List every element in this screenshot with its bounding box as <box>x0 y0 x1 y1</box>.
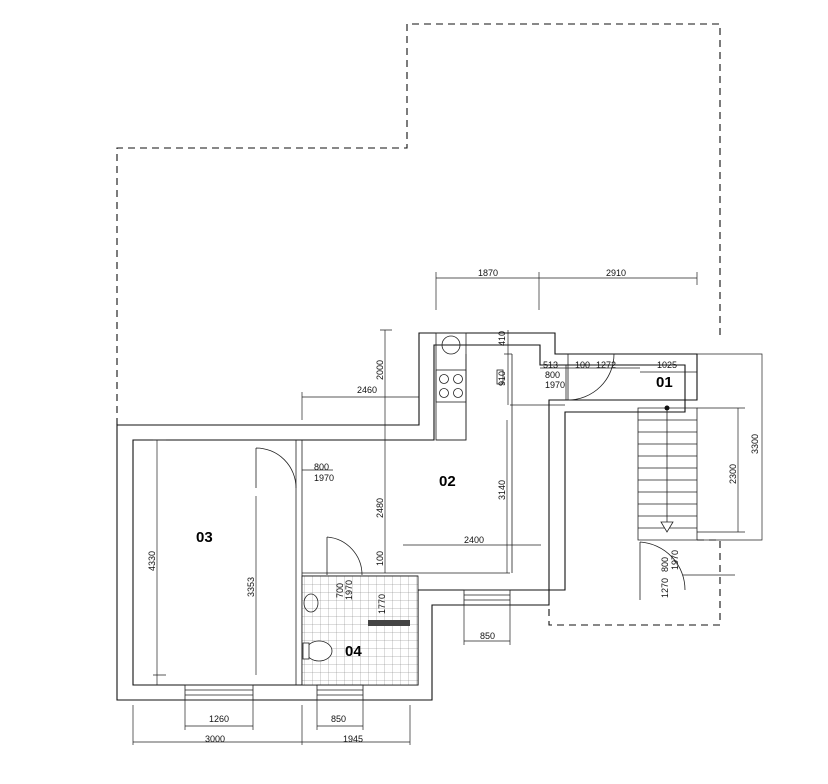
burner-icon <box>439 388 449 398</box>
dim-label: 850 <box>331 714 346 724</box>
burner-icon <box>439 374 449 384</box>
dim-label: 513 <box>543 360 558 370</box>
dim-label: 1270 <box>660 578 670 598</box>
dim-label: 1870 <box>478 268 498 278</box>
room-label-02: 02 <box>439 473 456 490</box>
door-swings <box>255 353 686 600</box>
dimension-lines <box>132 272 763 745</box>
burner-icon <box>453 388 463 398</box>
toilet-tank <box>302 642 310 660</box>
dim-label: 910 <box>497 371 507 386</box>
dim-label: 1260 <box>209 714 229 724</box>
dim-label: 2000 <box>375 360 385 380</box>
dim-label: 2480 <box>375 498 385 518</box>
dim-label: 3140 <box>497 480 507 500</box>
dim-label: 1945 <box>343 734 363 744</box>
dim-label: 1770 <box>377 594 387 614</box>
room-label-04: 04 <box>345 643 362 660</box>
dim-label: 800 <box>314 462 329 472</box>
terrace-outline <box>116 23 721 425</box>
dim-label: 1970 <box>670 550 680 570</box>
dim-label: 3000 <box>205 734 225 744</box>
dim-label: 4330 <box>147 551 157 571</box>
dim-label: 1025 <box>657 360 677 370</box>
dim-label: 800 <box>660 557 670 572</box>
fridge-handle <box>496 369 504 385</box>
toilet-icon <box>305 640 333 662</box>
sink-icon <box>441 335 461 355</box>
bathroom-tiles <box>301 575 419 686</box>
room-label-03: 03 <box>196 529 213 546</box>
dim-label: 100 <box>375 551 385 566</box>
shower-wall <box>368 620 410 626</box>
dim-label: 2300 <box>728 464 738 484</box>
dim-label: 1970 <box>545 380 565 390</box>
dim-label: 3353 <box>246 577 256 597</box>
dim-label: 800 <box>545 370 560 380</box>
room-label-01: 01 <box>656 374 673 391</box>
dim-label: 2460 <box>357 385 377 395</box>
hob <box>435 369 467 403</box>
dim-label: 410 <box>497 331 507 346</box>
dim-label: 100 <box>575 360 590 370</box>
outer-wall <box>116 332 698 701</box>
dim-label: 3300 <box>750 434 760 454</box>
dim-label: 1970 <box>344 580 354 600</box>
staircase <box>637 405 698 541</box>
dim-label: 1970 <box>314 473 334 483</box>
windows <box>184 589 511 701</box>
dim-label: 1272 <box>596 360 616 370</box>
dim-label: 700 <box>335 583 345 598</box>
stair-outline <box>548 539 721 626</box>
dim-label: 2910 <box>606 268 626 278</box>
dim-label: 850 <box>480 631 495 641</box>
dim-label: 2400 <box>464 535 484 545</box>
kitchen-counter <box>435 332 467 441</box>
washbasin-icon <box>303 593 319 613</box>
burner-icon <box>453 374 463 384</box>
